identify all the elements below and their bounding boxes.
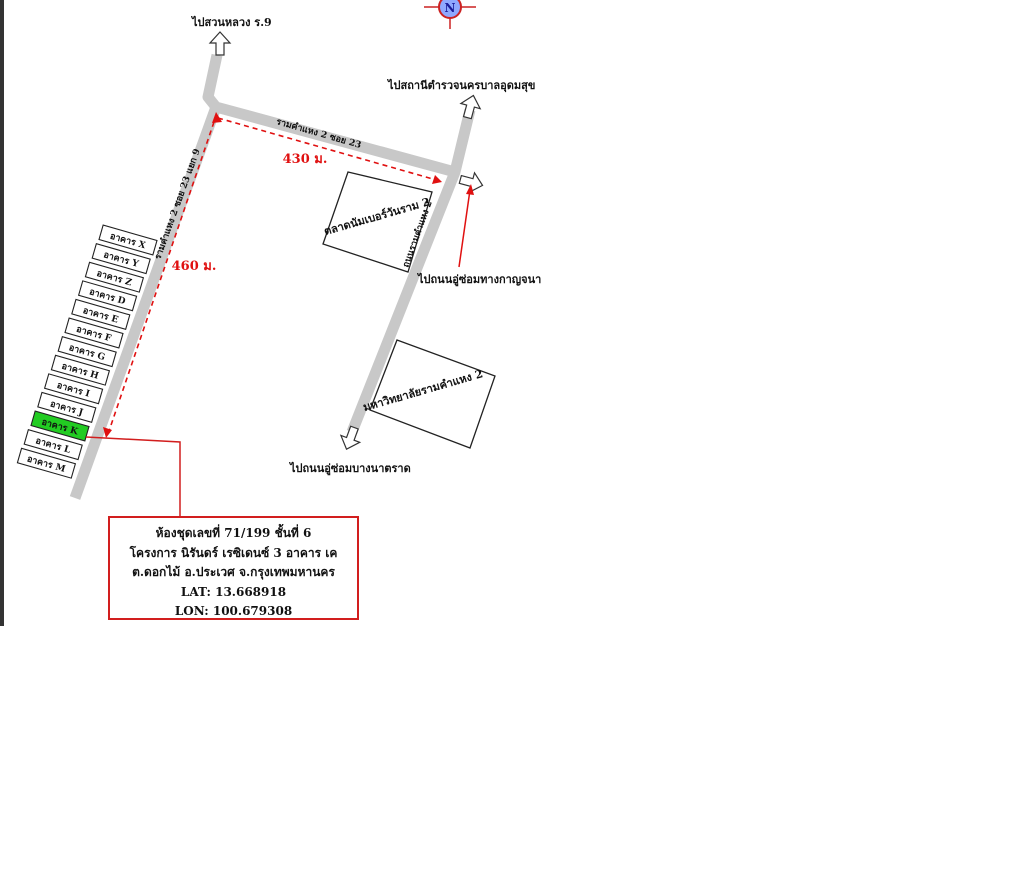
soi-23-label: รามคำแหง 2 ซอย 23	[275, 116, 363, 151]
info-address: ต.ดอกไม้ อ.ประเวศ จ.กรุงเทพมหานคร	[132, 565, 335, 579]
distance-arrowheads	[103, 112, 442, 438]
building-box	[91, 242, 151, 275]
arrow-north-left-icon	[208, 31, 232, 56]
destination-east: ไปถนนอู่ซ่อมทางกาญจนา	[416, 272, 541, 287]
destination-south: ไปถนนอู่ซ่อมบางนาตราด	[288, 461, 411, 476]
location-info-box: ห้องชุดเลขที่ 71/199 ชั้นที่ 6 โครงการ น…	[108, 516, 359, 620]
building-box	[84, 261, 145, 293]
info-latitude: LAT: 13.668918	[180, 584, 287, 599]
compass-icon: N	[424, 0, 476, 29]
building-box	[43, 373, 104, 405]
compass-label: N	[445, 1, 456, 15]
soi-23-side-road	[69, 105, 222, 500]
distance-line-horizontal	[217, 117, 441, 182]
building-k: อาคาร K	[30, 410, 90, 442]
destination-north-left: ไปสวนหลวง ร.9	[190, 15, 272, 29]
roads	[69, 53, 476, 500]
building-box	[77, 280, 138, 312]
pointer-line-east	[458, 189, 471, 268]
pointer-arrowhead	[466, 184, 474, 195]
arrow-north-right-icon	[459, 94, 482, 120]
market-building	[322, 171, 433, 273]
info-longitude: LON: 100.679308	[174, 604, 293, 618]
building-box	[98, 224, 158, 256]
building-box	[16, 447, 77, 479]
distance-lines	[107, 117, 441, 435]
building-box	[64, 317, 124, 349]
building-box	[30, 410, 90, 442]
left-border	[0, 0, 4, 626]
building-h: อาคาร H	[50, 354, 111, 386]
destination-north-right: ไปสถานีตำรวจนครบาลอุดมสุข	[386, 78, 535, 93]
building-x: อาคาร X	[98, 224, 158, 256]
building-box	[57, 335, 117, 368]
main-road	[346, 108, 476, 435]
info-project-name: โครงการ นิรันดร์ เรซิเดนซ์ 3 อาคาร เค	[129, 545, 338, 560]
building-box	[71, 298, 131, 331]
distance-label-horizontal: 430 ม.	[283, 152, 328, 167]
soi-23-road	[202, 53, 457, 178]
building-box	[50, 354, 111, 386]
info-pointer-line	[85, 436, 181, 516]
building-box	[23, 428, 83, 461]
building-box	[37, 391, 97, 424]
university-building	[369, 339, 496, 449]
distance-label-vertical: 460 ม.	[172, 259, 217, 274]
distance-line-vertical	[107, 121, 215, 435]
info-unit-number: ห้องชุดเลขที่ 71/199 ชั้นที่ 6	[155, 526, 312, 540]
arrow-south-icon	[339, 425, 362, 451]
soi-23-side-label: รามคำแหง 2 ซอย 23 แยก 9	[152, 147, 202, 261]
